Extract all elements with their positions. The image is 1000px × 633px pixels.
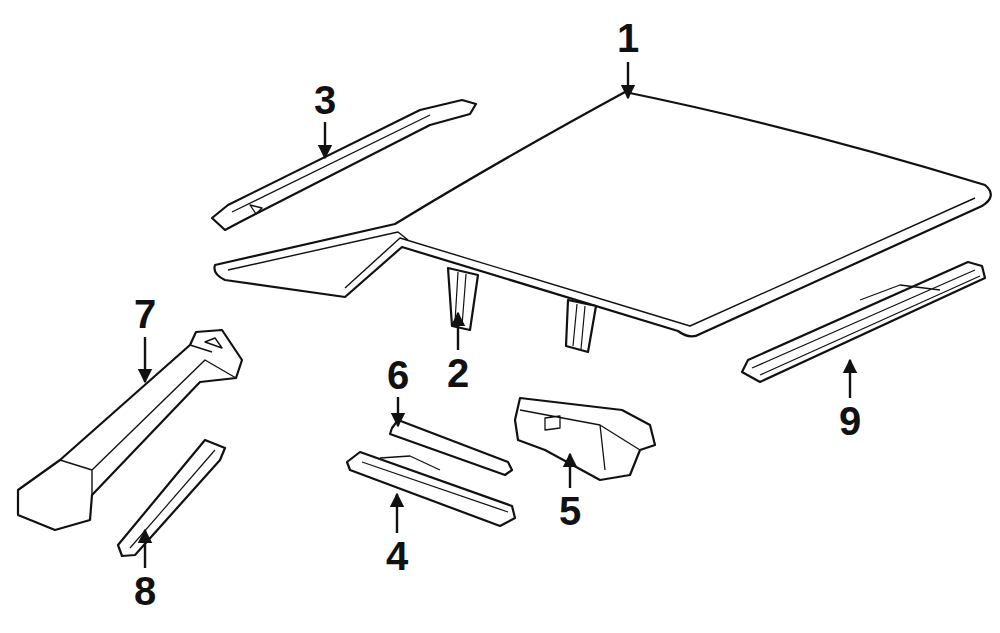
corner-bracket (515, 398, 655, 480)
roof-rail (212, 100, 476, 230)
reinforcement-strip (118, 440, 225, 556)
callout-number: 4 (386, 536, 408, 576)
callout-number: 5 (559, 491, 581, 531)
callout-number: 3 (314, 80, 336, 120)
callout-number: 1 (617, 18, 639, 58)
leader-arrows (145, 62, 850, 568)
callout-number: 2 (447, 353, 469, 393)
header-channel (347, 452, 515, 526)
roof-rail (742, 262, 985, 382)
callout-number: 8 (134, 571, 156, 611)
roof-pillar (448, 268, 596, 352)
callout-number: 7 (134, 294, 156, 334)
header-rod (390, 420, 512, 475)
pillar-reinforcement (18, 330, 242, 530)
callout-number: 9 (839, 401, 861, 441)
callout-number: 6 (387, 355, 409, 395)
roof-panel (214, 92, 990, 336)
